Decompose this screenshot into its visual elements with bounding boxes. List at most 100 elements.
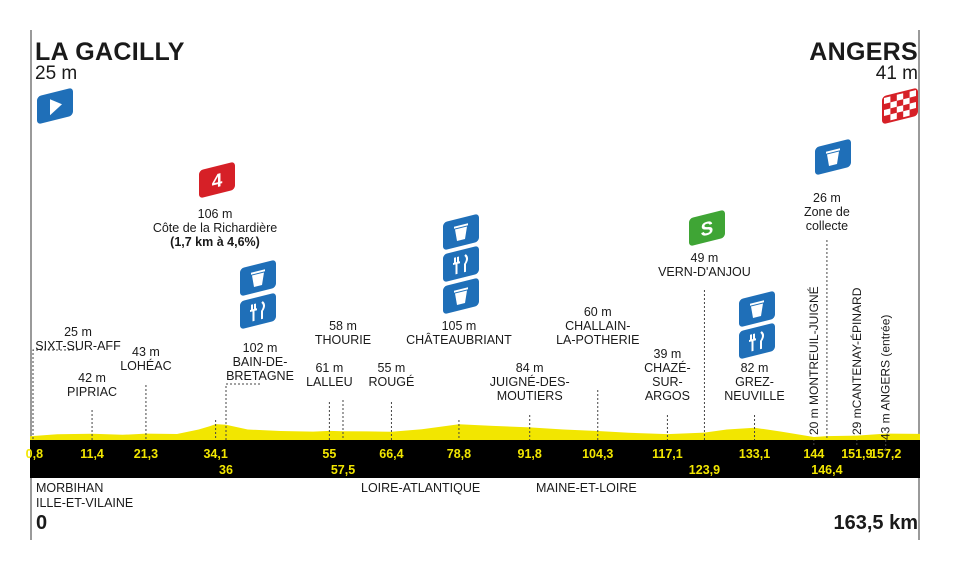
place-label: 106 m bbox=[198, 207, 233, 221]
food-icon bbox=[240, 293, 276, 329]
place-label: 82 m bbox=[741, 361, 769, 375]
place-label: LA-POTHERIE bbox=[556, 333, 639, 347]
place-label: VERN-D'ANJOU bbox=[658, 265, 751, 279]
checker-square bbox=[890, 112, 897, 121]
climb-cat4-icon-shape bbox=[199, 162, 235, 198]
km-label: 151,9 bbox=[841, 447, 872, 461]
finish-altitude: 41 m bbox=[875, 63, 918, 84]
region-line: MAINE-ET-LOIRE bbox=[536, 481, 637, 495]
place-label: SUR- bbox=[652, 375, 683, 389]
finish-flag-icon bbox=[882, 88, 918, 124]
km-label: 55 bbox=[322, 447, 336, 461]
km-label: 91,8 bbox=[518, 447, 542, 461]
start-city: LA GACILLY bbox=[35, 38, 185, 66]
place-label: THOURIE bbox=[315, 333, 371, 347]
km-label: 57,5 bbox=[331, 463, 355, 477]
place-label: 84 m bbox=[516, 361, 544, 375]
place-label: JUIGNÉ-DES- bbox=[490, 374, 570, 389]
place-label: CHALLAIN- bbox=[565, 319, 630, 333]
place-label: CHÂTEAUBRIANT bbox=[406, 332, 512, 347]
climb-cat4-icon: 4 bbox=[199, 162, 235, 198]
km-label: 21,3 bbox=[134, 447, 158, 461]
checker-square bbox=[909, 90, 917, 98]
region-loire-atlantique: LOIRE-ATLANTIQUE bbox=[361, 481, 480, 496]
region-line: ILLE-ET-VILAINE bbox=[36, 496, 134, 510]
place-label: 105 m bbox=[442, 319, 477, 333]
checker-square bbox=[896, 105, 904, 113]
food-icon bbox=[739, 323, 775, 359]
sprint-icon: S bbox=[689, 210, 725, 246]
km-label: 146,4 bbox=[811, 463, 842, 477]
ground-band bbox=[30, 440, 920, 478]
km-label: 157,2 bbox=[870, 447, 901, 461]
feed-zone-icon bbox=[240, 260, 276, 296]
cutlery bbox=[749, 331, 764, 352]
feed-zone-icon bbox=[443, 214, 479, 250]
place-vertical-label: 20 m MONTREUIL-JUIGNÉ bbox=[806, 286, 821, 435]
place-leader bbox=[32, 349, 78, 440]
place-label: NEUVILLE bbox=[724, 389, 784, 403]
place-label: 102 m bbox=[243, 341, 278, 355]
place-label: CHAZÉ- bbox=[644, 360, 691, 375]
place-label: MOUTIERS bbox=[497, 389, 563, 403]
region-maine-et-loire: MAINE-ET-LOIRE bbox=[536, 481, 637, 496]
feed-zone-icon bbox=[739, 291, 775, 327]
bin-body bbox=[751, 303, 763, 318]
food-icon bbox=[443, 246, 479, 282]
place-label: (1,7 km à 4,6%) bbox=[170, 235, 260, 249]
sprint-icon-label: S bbox=[701, 218, 714, 242]
bin-body bbox=[455, 290, 467, 305]
km-label: 104,3 bbox=[582, 447, 613, 461]
km-label: 123,9 bbox=[689, 463, 720, 477]
place-label: ROUGÉ bbox=[369, 374, 415, 389]
play-shape bbox=[50, 99, 62, 116]
km-label: 11,4 bbox=[80, 447, 104, 461]
place-label: 49 m bbox=[691, 251, 719, 265]
frame-right bbox=[918, 30, 920, 540]
bin-lid bbox=[826, 148, 840, 154]
km-label: 117,1 bbox=[652, 447, 683, 461]
place-label: 26 m bbox=[813, 191, 841, 205]
frame-left bbox=[30, 30, 32, 540]
checker-square bbox=[896, 93, 904, 101]
checker-square bbox=[909, 102, 917, 110]
food-icon-shape bbox=[739, 323, 775, 359]
finish-city: ANGERS bbox=[809, 38, 918, 66]
km-label: 78,8 bbox=[447, 447, 471, 461]
bin-body bbox=[455, 226, 467, 241]
region-line: LOIRE-ATLANTIQUE bbox=[361, 481, 481, 495]
place-label: collecte bbox=[806, 219, 848, 233]
checker-square bbox=[903, 97, 910, 106]
place-label: 43 m bbox=[132, 345, 160, 359]
start-altitude: 25 m bbox=[35, 63, 78, 84]
feed-zone-icon bbox=[815, 139, 851, 175]
checker-square bbox=[884, 96, 891, 104]
place-label: 42 m bbox=[78, 371, 106, 385]
place-label: SIXT-SUR-AFF bbox=[35, 339, 121, 353]
place-label: BAIN-DE- bbox=[233, 355, 288, 369]
checker-square bbox=[903, 109, 910, 118]
place-label: 55 m bbox=[378, 361, 406, 375]
place-label: LOHÉAC bbox=[120, 358, 171, 373]
checker-square bbox=[884, 108, 891, 116]
place-label: 61 m bbox=[315, 361, 343, 375]
region-morbihan: MORBIHAN ILLE-ET-VILAINE bbox=[36, 481, 133, 511]
place-label: ARGOS bbox=[645, 389, 690, 403]
place-label: 60 m bbox=[584, 305, 612, 319]
start-km: 0 bbox=[36, 512, 48, 534]
place-label: GREZ- bbox=[735, 375, 774, 389]
sprint-icon-shape bbox=[689, 210, 725, 246]
place-label: 39 m bbox=[654, 347, 682, 361]
total-distance: 163,5 km bbox=[833, 512, 918, 534]
km-label: 66,4 bbox=[379, 447, 403, 461]
bin-lid bbox=[454, 287, 468, 293]
place-label: PIPRIAC bbox=[67, 385, 117, 399]
place-label: 58 m bbox=[329, 319, 357, 333]
food-icon-shape bbox=[240, 293, 276, 329]
place-leader bbox=[225, 383, 260, 440]
cutlery bbox=[453, 254, 468, 275]
feed-zone-icon bbox=[443, 278, 479, 314]
place-label: 25 m bbox=[64, 325, 92, 339]
